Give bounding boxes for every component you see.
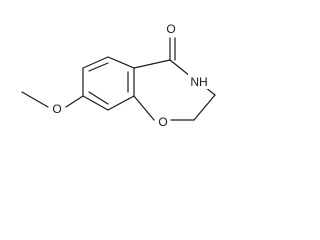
bond-o1-c9a [133, 95, 155, 121]
chemical-structure-diagram: O NH O O [21, 20, 216, 129]
bond-c6-c7 [82, 56, 109, 69]
carbonyl-group [169, 37, 176, 61]
aromatic-inner-bond-1 [88, 62, 109, 72]
atom-label-ring-oxygen: O [156, 113, 170, 129]
methoxy-group [21, 91, 84, 108]
amide-nitrogen-text: NH [190, 75, 207, 89]
bond-c3-c2 [193, 94, 216, 121]
atom-label-carbonyl-oxygen: O [165, 20, 177, 36]
bond-c5a-c6 [107, 56, 135, 69]
bond-c8-c9 [82, 95, 109, 111]
oxazepine-ring [133, 59, 216, 121]
benzene-ring [82, 56, 135, 111]
bond-c5-n4 [169, 59, 191, 77]
ring-oxygen-text: O [158, 115, 167, 129]
carbonyl-oxygen-text: O [166, 22, 175, 36]
atom-label-amide-nitrogen: NH [188, 73, 211, 89]
bond-methoxy-oxygen-methyl [21, 91, 49, 108]
methoxy-oxygen-text: O [52, 102, 61, 116]
bond-aryl-methoxy-oxygen [65, 95, 84, 108]
aromatic-inner-bond-2 [88, 91, 109, 105]
bond-c9-c9a [107, 95, 135, 111]
structure-canvas: O NH O O [0, 0, 234, 146]
bond-c5a-c5 [133, 59, 171, 69]
atom-label-methoxy-oxygen: O [50, 100, 64, 116]
